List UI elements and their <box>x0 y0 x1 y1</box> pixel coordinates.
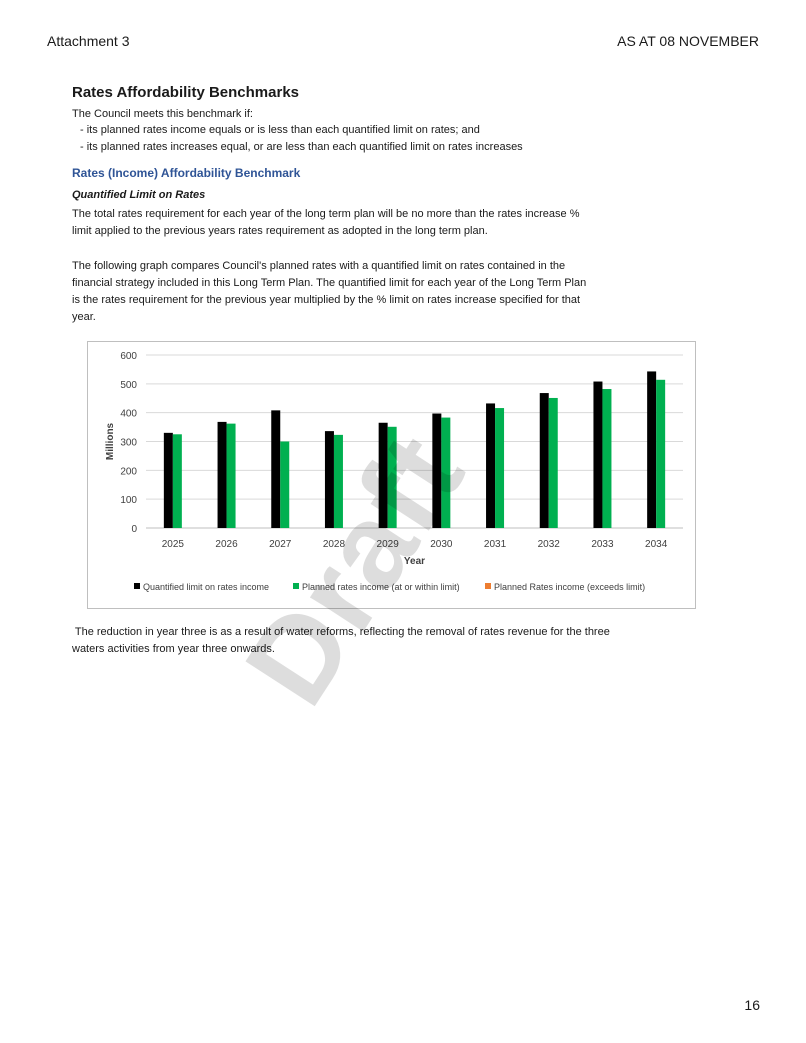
page-number: 16 <box>744 997 760 1013</box>
x-tick-label: 2032 <box>538 539 561 550</box>
paragraph-line: The total rates requirement for each yea… <box>72 208 580 220</box>
legend-label: Planned Rates income (exceeds limit) <box>494 582 645 592</box>
bar-quantified-limit-2034 <box>647 371 657 528</box>
y-axis-title: Millions <box>105 422 116 460</box>
y-tick-label: 100 <box>120 495 137 506</box>
rates-chart-frame: 0 100 200 300 400 500 600 2025 2026 2027 2028 2029 2… <box>87 341 696 609</box>
bar-planned-within-2030 <box>441 417 451 528</box>
note-paragraph: The reduction in year three is as a resu… <box>72 624 610 658</box>
page-header-left: Attachment 3 <box>47 33 130 49</box>
list-item: - its planned rates increases equal, or … <box>80 141 523 153</box>
rates-bar-chart: 0 100 200 300 400 500 600 2025 2026 2027 2028 2029 2… <box>105 351 683 592</box>
bar-quantified-limit-2030 <box>432 413 442 528</box>
bar-planned-within-2025 <box>172 434 182 528</box>
bar-quantified-limit-2031 <box>486 403 496 528</box>
bar-planned-within-2027 <box>280 441 290 528</box>
x-tick-label: 2030 <box>430 539 453 550</box>
bar-quantified-limit-2027 <box>271 410 281 528</box>
bar-quantified-limit-2029 <box>378 422 388 528</box>
x-tick-label: 2029 <box>377 539 400 550</box>
legend-swatch <box>293 583 299 589</box>
x-tick-label: 2033 <box>591 539 614 550</box>
legend-label: Planned rates income (at or within limit… <box>302 582 460 592</box>
graph-description-paragraph: The following graph compares Council's p… <box>72 258 586 326</box>
x-tick-label: 2027 <box>269 539 292 550</box>
limit-heading: Quantified Limit on Rates <box>72 189 206 201</box>
paragraph-line: year. <box>72 311 96 323</box>
paragraph-line: waters activities from year three onward… <box>72 643 275 655</box>
subheading: Rates (Income) Affordability Benchmark <box>72 166 301 180</box>
bar-planned-within-2028 <box>333 434 343 528</box>
bar-planned-within-2029 <box>387 426 397 528</box>
x-tick-label: 2028 <box>323 539 346 550</box>
benchmark-conditions-list: - its planned rates income equals or is … <box>80 122 523 156</box>
paragraph-line: The reduction in year three is as a resu… <box>72 626 610 638</box>
y-tick-label: 300 <box>120 438 137 449</box>
y-tick-label: 500 <box>120 380 137 391</box>
x-tick-label: 2026 <box>215 539 238 550</box>
bar-planned-within-2026 <box>226 423 236 528</box>
x-axis-title: Year <box>404 556 425 567</box>
bar-quantified-limit-2033 <box>593 381 603 528</box>
paragraph-line: is the rates requirement for the previou… <box>72 294 581 306</box>
y-tick-label: 0 <box>131 524 137 535</box>
bar-planned-within-2033 <box>602 389 612 528</box>
legend-label: Quantified limit on rates income <box>143 582 269 592</box>
bar-planned-within-2034 <box>656 379 666 528</box>
limit-paragraph: The total rates requirement for each yea… <box>72 206 580 240</box>
legend-swatch <box>134 583 140 589</box>
bar-quantified-limit-2032 <box>539 393 549 528</box>
bar-planned-within-2031 <box>495 408 505 528</box>
y-tick-label: 400 <box>120 409 137 420</box>
bar-planned-within-2032 <box>548 397 558 528</box>
paragraph-line: limit applied to the previous years rate… <box>72 225 488 237</box>
page-header-right: AS AT 08 NOVEMBER <box>617 33 759 49</box>
paragraph-line: financial strategy included in this Long… <box>72 277 587 289</box>
bar-quantified-limit-2025 <box>163 432 173 528</box>
section-title: Rates Affordability Benchmarks <box>72 84 300 101</box>
x-tick-label: 2031 <box>484 539 507 550</box>
paragraph-line: The following graph compares Council's p… <box>72 260 566 272</box>
intro-text: The Council meets this benchmark if: <box>72 108 253 120</box>
list-item: - its planned rates income equals or is … <box>80 124 480 136</box>
y-tick-label: 200 <box>120 466 137 477</box>
legend-swatch <box>485 583 491 589</box>
x-tick-label: 2034 <box>645 539 668 550</box>
bar-quantified-limit-2026 <box>217 421 227 528</box>
x-tick-label: 2025 <box>162 539 185 550</box>
bar-quantified-limit-2028 <box>324 431 334 528</box>
y-tick-label: 600 <box>120 351 137 362</box>
